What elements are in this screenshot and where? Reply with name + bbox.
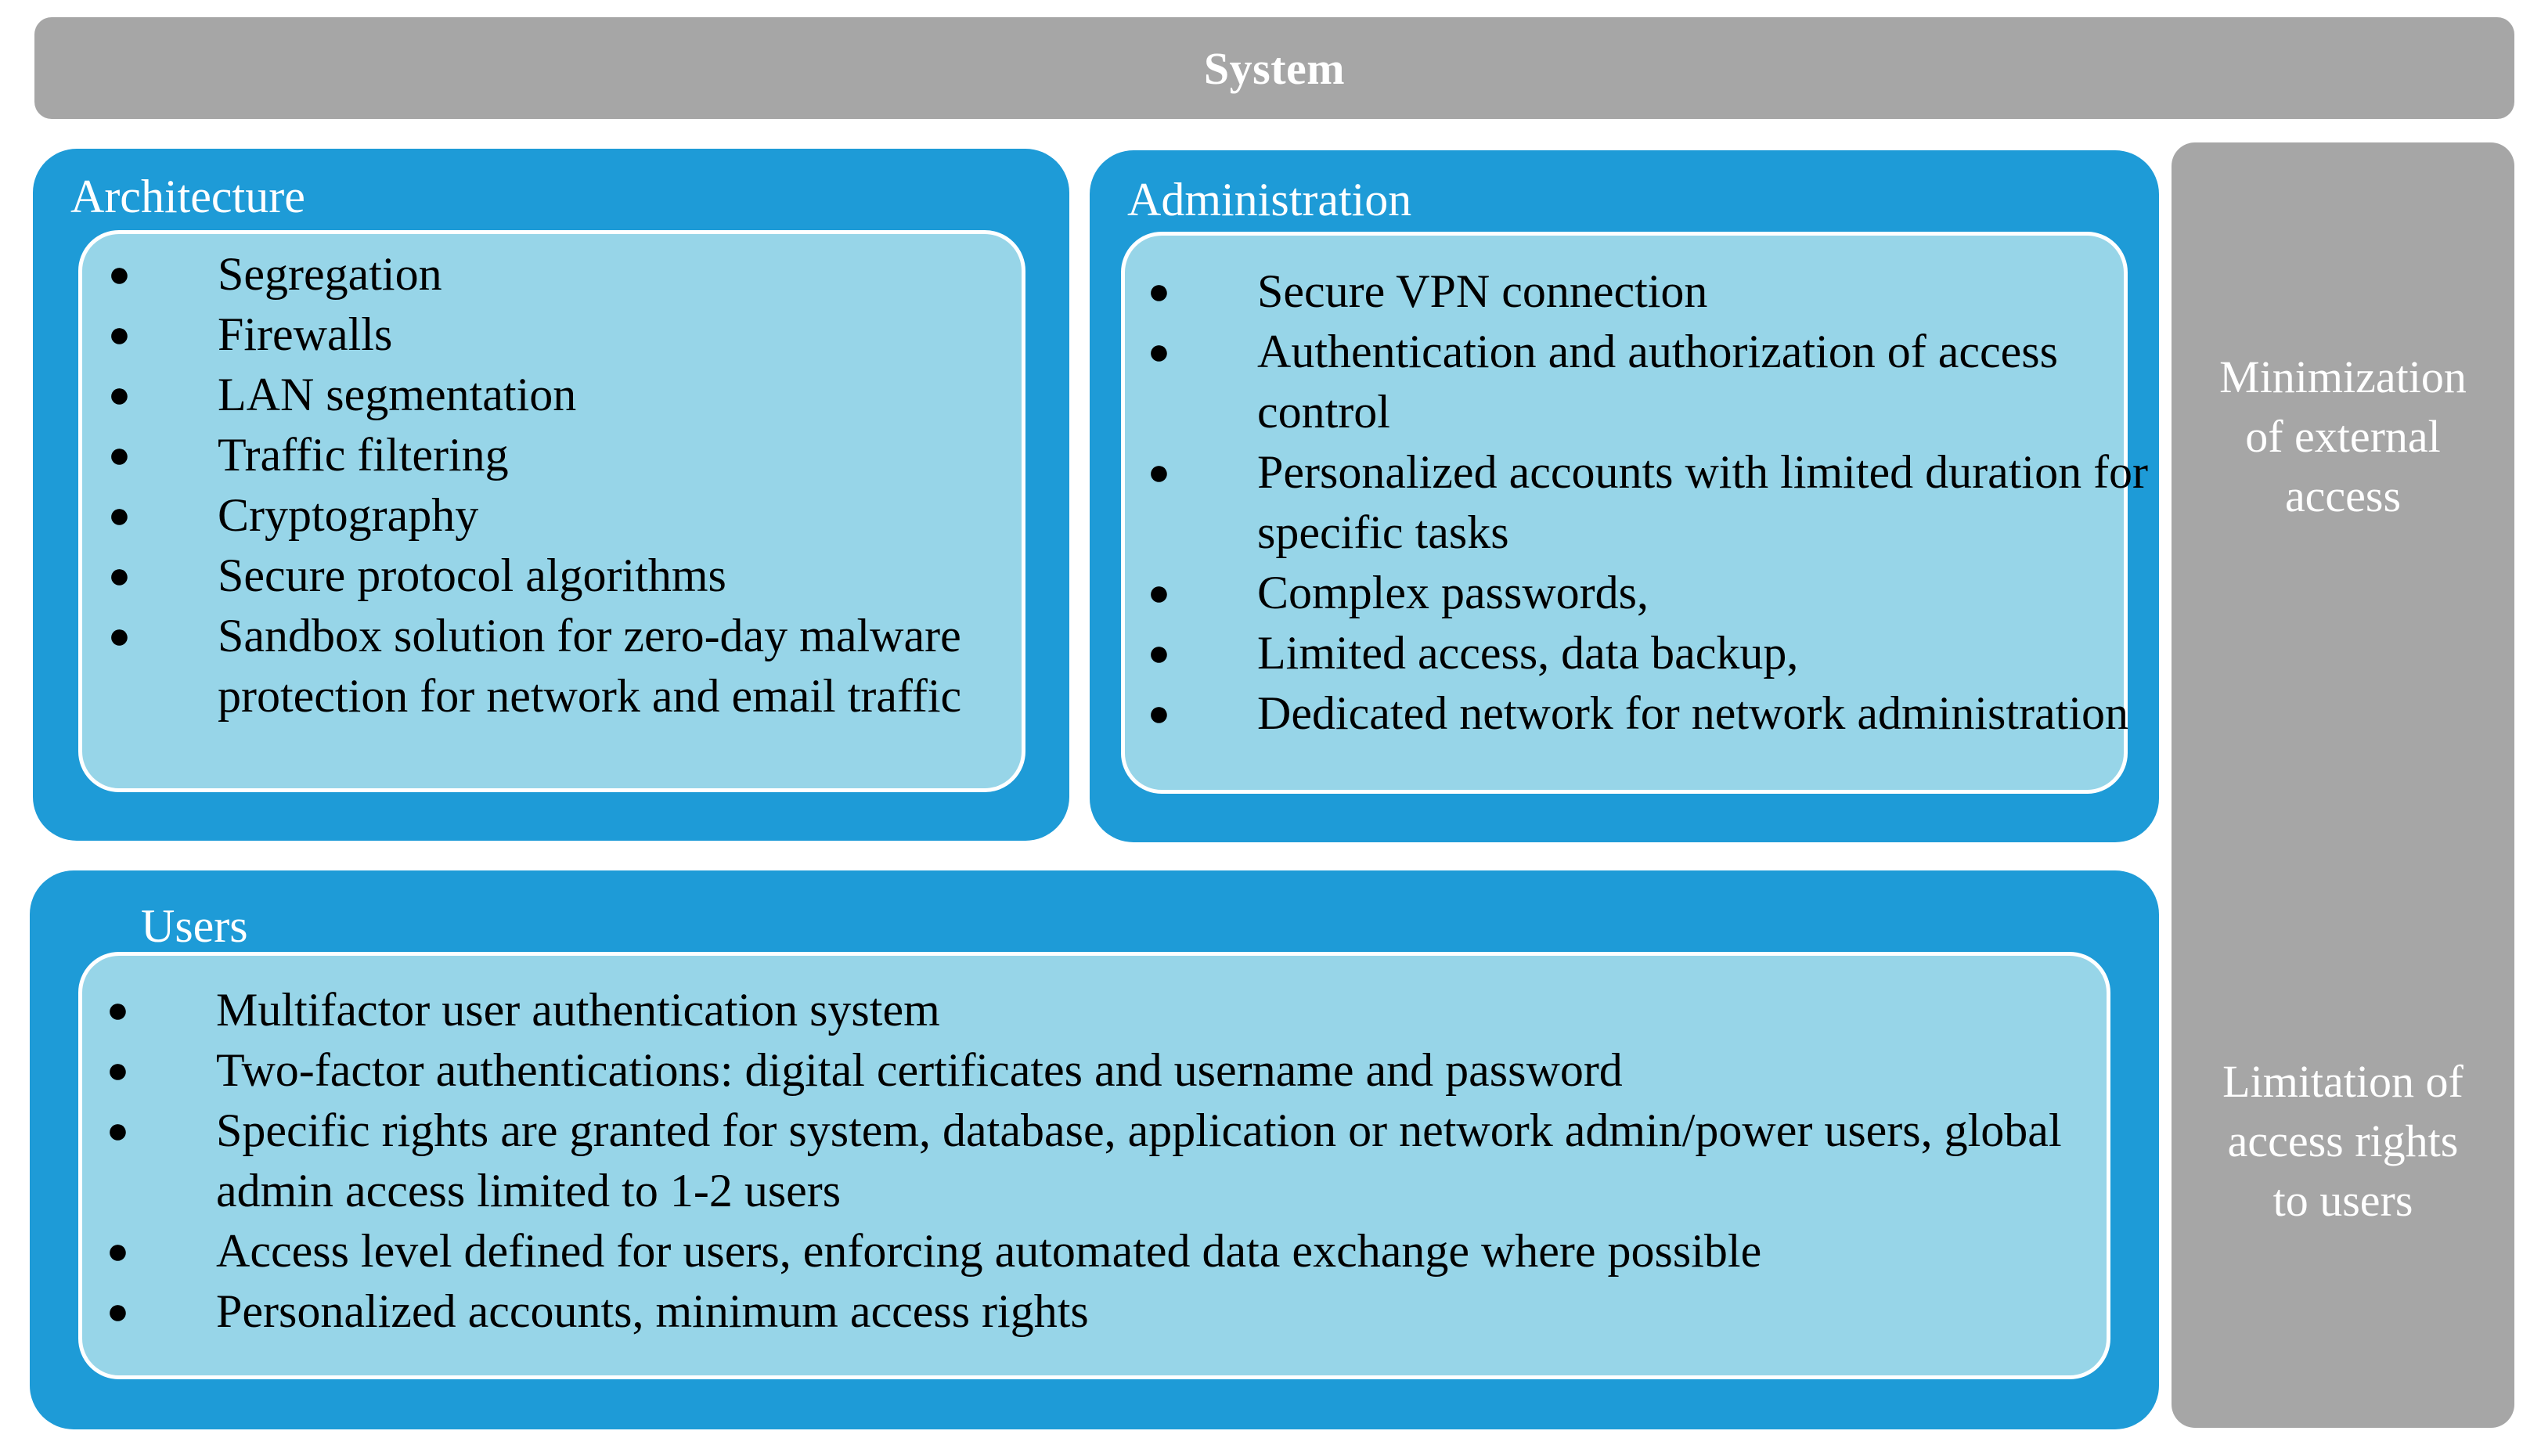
users-title: Users (141, 900, 248, 952)
architecture-list: ●Segregation ●Firewalls ●LAN segmentatio… (108, 244, 1024, 726)
bullet-icon: ● (108, 374, 131, 416)
architecture-list-box (78, 230, 1025, 792)
bullet-icon: ● (108, 495, 131, 536)
system-title: System (1203, 42, 1346, 94)
side-column: Minimization of external access Limitati… (2172, 142, 2514, 1428)
list-item: ●Multifactor user authentication system (106, 980, 2110, 1040)
list-item: ●Sandbox solution for zero-day malware p… (108, 606, 1024, 726)
list-item: ●Cryptography (108, 485, 1024, 546)
list-item: ●LAN segmentation (108, 365, 1024, 425)
side-text-minimization: Minimization of external access (2219, 351, 2467, 521)
architecture-panel: Architecture (33, 149, 1069, 841)
list-item: ●Secure VPN connection (1148, 261, 2157, 322)
list-item: ●Complex passwords, (1148, 563, 2157, 623)
bullet-icon: ● (108, 555, 131, 596)
users-panel: Users (30, 870, 2159, 1429)
list-item: ●Two-factor authentications: digital cer… (106, 1040, 2110, 1101)
administration-list: ●Secure VPN connection ●Authentication a… (1148, 261, 2157, 744)
bullet-icon: ● (1148, 632, 1170, 674)
side-text-limitation: Limitation of access rights to users (2222, 1056, 2464, 1226)
list-item: ●Specific rights are granted for system,… (106, 1101, 2110, 1221)
list-item: ●Dedicated network for network administr… (1148, 683, 2157, 744)
list-item: ●Traffic filtering (108, 425, 1024, 485)
list-item: ●Personalized accounts, minimum access r… (106, 1281, 2110, 1342)
bullet-icon: ● (1148, 452, 1170, 493)
list-item: ●Access level defined for users, enforci… (106, 1221, 2110, 1281)
architecture-title: Architecture (70, 171, 305, 222)
list-item: ●Secure protocol algorithms (108, 546, 1024, 606)
users-list: ●Multifactor user authentication system … (106, 980, 2110, 1342)
bullet-icon: ● (108, 615, 131, 657)
administration-title: Administration (1127, 174, 1412, 225)
system-header-bar: System (34, 17, 2514, 119)
list-item: ●Firewalls (108, 305, 1024, 365)
bullet-icon: ● (1148, 572, 1170, 614)
users-list-box (78, 952, 2110, 1379)
bullet-icon: ● (108, 254, 131, 295)
bullet-icon: ● (108, 434, 131, 476)
bullet-icon: ● (106, 1050, 129, 1091)
bullet-icon: ● (108, 314, 131, 355)
bullet-icon: ● (1148, 693, 1170, 734)
bullet-icon: ● (1148, 271, 1170, 312)
list-item: ●Personalized accounts with limited dura… (1148, 442, 2157, 563)
bullet-icon: ● (106, 1110, 129, 1151)
list-item: ●Authentication and authorization of acc… (1148, 322, 2157, 442)
bullet-icon: ● (106, 1291, 129, 1332)
administration-panel: Administration (1090, 150, 2159, 842)
bullet-icon: ● (106, 989, 129, 1031)
list-item: ●Limited access, data backup, (1148, 623, 2157, 683)
bullet-icon: ● (1148, 331, 1170, 373)
administration-list-box (1121, 232, 2128, 794)
list-item: ●Segregation (108, 244, 1024, 305)
bullet-icon: ● (106, 1231, 129, 1272)
